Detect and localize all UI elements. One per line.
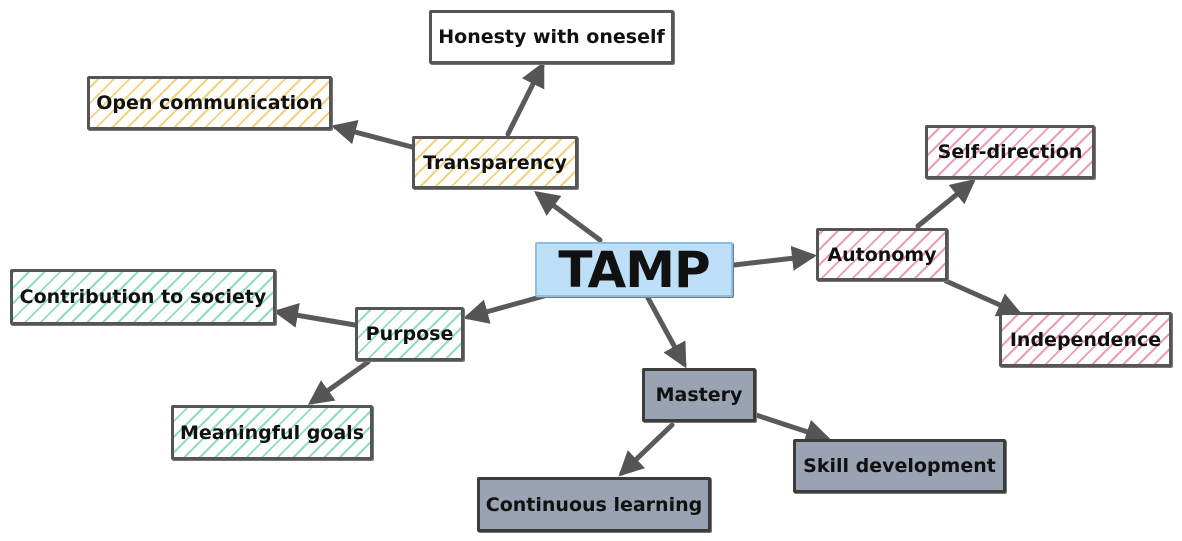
edge-root-purpose <box>463 293 547 324</box>
edge-purpose-contribution <box>273 303 358 328</box>
node-self-direction[interactable]: Self-direction <box>925 125 1095 179</box>
node-mastery[interactable]: Mastery <box>642 368 756 422</box>
node-open-communication[interactable]: Open communication <box>87 76 332 130</box>
node-purpose[interactable]: Purpose <box>355 307 464 361</box>
node-transparency[interactable]: Transparency <box>412 136 578 189</box>
node-skill-development[interactable]: Skill development <box>793 439 1006 493</box>
edge-transparency-honesty <box>505 61 545 137</box>
node-independence[interactable]: Independence <box>999 312 1172 367</box>
root-node[interactable]: TAMP <box>535 241 733 299</box>
edge-mastery-continuous-learning <box>618 422 675 477</box>
edge-root-mastery <box>645 295 687 369</box>
edge-root-autonomy <box>731 245 817 271</box>
node-autonomy[interactable]: Autonomy <box>816 228 948 281</box>
node-honesty-with-oneself[interactable]: Honesty with oneself <box>429 10 674 64</box>
edge-autonomy-self-direction <box>915 178 976 229</box>
edge-purpose-meaningful-goals <box>307 359 371 405</box>
edge-transparency-open-communication <box>331 120 415 150</box>
node-continuous-learning[interactable]: Continuous learning <box>477 477 711 532</box>
edge-mastery-skill-development <box>753 412 831 444</box>
edge-autonomy-independence <box>943 278 1023 317</box>
edge-root-transparency <box>533 191 603 243</box>
connector-lines <box>273 61 1023 477</box>
node-contribution-to-society[interactable]: Contribution to society <box>10 269 276 325</box>
node-meaningful-goals[interactable]: Meaningful goals <box>171 405 373 460</box>
